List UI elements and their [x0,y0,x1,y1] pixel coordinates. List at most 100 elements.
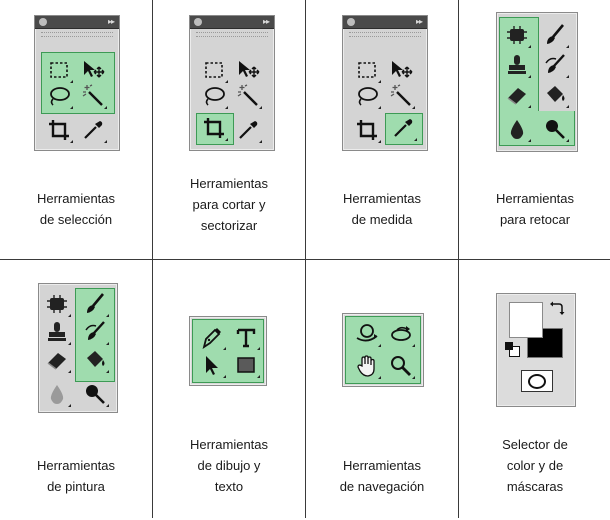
caption-selection: Herramientas de selección [0,188,152,230]
eyedropper-icon[interactable] [236,118,262,143]
panel-titlebar: ▸▸ [35,16,119,29]
caption-line: de pintura [47,479,105,494]
foreground-color-swatch[interactable] [509,302,543,338]
caption-line: de selección [39,212,113,227]
toolbox-panel: ▸▸ [189,15,275,151]
blur-icon[interactable] [45,382,71,407]
pen-icon[interactable] [200,325,226,350]
move-icon[interactable] [236,58,260,82]
lasso-icon[interactable] [355,84,381,109]
caption-line: para cortar y [192,197,266,212]
panel-grip[interactable] [196,32,268,37]
toolbox-panel [38,283,118,413]
caption-line: Herramientas [495,191,575,206]
hand-icon[interactable] [355,354,381,379]
toolbox-panel [189,316,267,386]
eraser-icon[interactable] [505,83,531,108]
toolbox-panel [496,293,576,407]
caption-color-selector: Selector de color y de máscaras [459,434,610,497]
crop-icon[interactable] [47,118,73,143]
marquee-icon[interactable] [355,58,381,83]
caption-line: Selector de [502,437,568,452]
healing-brush-icon[interactable] [45,292,71,317]
history-brush-icon[interactable] [83,320,109,345]
paint-bucket-icon[interactable] [543,83,569,108]
default-colors-icon[interactable] [505,342,520,357]
dodge-icon[interactable] [543,117,569,142]
healing-brush-icon[interactable] [505,23,531,48]
caption-line: sectorizar [200,218,258,233]
dodge-icon[interactable] [83,382,109,407]
magic-wand-icon[interactable] [81,84,107,109]
caption-line: de navegación [339,479,425,494]
panel-grip[interactable] [349,32,421,37]
history-brush-icon[interactable] [543,53,569,78]
crop-icon[interactable] [202,116,228,141]
caption-line: para retocar [499,212,571,227]
path-selection-icon[interactable] [200,353,226,378]
panel-titlebar: ▸▸ [190,16,274,29]
caption-line: Herramientas [36,191,116,206]
brush-icon[interactable] [543,23,569,48]
brush-icon[interactable] [83,292,109,317]
cell-selection-tools: ▸▸ Herramientas de selección [0,0,152,259]
close-icon[interactable] [194,18,202,26]
magic-wand-icon[interactable] [389,84,415,109]
collapse-icon[interactable]: ▸▸ [107,17,115,26]
caption-crop: Herramientas para cortar y sectorizar [153,173,305,236]
crop-icon[interactable] [355,118,381,143]
collapse-icon[interactable]: ▸▸ [415,17,423,26]
caption-line: Herramientas [342,191,422,206]
caption-drawing: Herramientas de dibujo y texto [153,434,305,497]
3d-rotate-icon[interactable] [355,322,381,347]
3d-orbit-icon[interactable] [389,322,415,347]
highlight-retouch-bottom [499,111,575,146]
lasso-icon[interactable] [202,84,228,109]
paint-bucket-icon[interactable] [83,348,109,373]
collapse-icon[interactable]: ▸▸ [262,17,270,26]
caption-line: color y de [506,458,564,473]
toolbox-panel [342,313,424,387]
close-icon[interactable] [39,18,47,26]
eyedropper-icon[interactable] [81,118,107,143]
toolbox-panel [496,12,578,152]
caption-line: Herramientas [189,176,269,191]
clone-stamp-icon[interactable] [45,320,71,345]
close-icon[interactable] [347,18,355,26]
toolbox-panel: ▸▸ [342,15,428,151]
lasso-icon[interactable] [47,84,73,109]
blur-icon[interactable] [505,117,531,142]
caption-line: Herramientas [36,458,116,473]
cell-crop-tools: ▸▸ Herramientas para cortar y sectorizar [153,0,305,259]
marquee-icon[interactable] [202,58,228,83]
caption-line: de dibujo y [197,458,261,473]
panel-grip[interactable] [41,32,113,37]
caption-line: Herramientas [342,458,422,473]
type-icon[interactable] [234,325,260,350]
magic-wand-icon[interactable] [236,84,262,109]
caption-retouch: Herramientas para retocar [459,188,610,230]
panel-titlebar: ▸▸ [343,16,427,29]
zoom-icon[interactable] [389,354,415,379]
caption-navigation: Herramientas de navegación [306,455,458,497]
quick-mask-icon[interactable] [521,370,553,392]
caption-paint: Herramientas de pintura [0,455,152,497]
cell-paint-tools: Herramientas de pintura [0,261,152,520]
marquee-icon[interactable] [47,58,73,83]
rectangle-icon[interactable] [234,353,260,378]
caption-line: de medida [351,212,413,227]
caption-measure: Herramientas de medida [306,188,458,230]
highlight-selection [41,52,115,114]
move-icon[interactable] [389,58,413,82]
move-icon[interactable] [81,58,105,82]
toolbox-panel: ▸▸ [34,15,120,151]
swap-colors-icon[interactable] [549,300,565,316]
caption-line: texto [214,479,244,494]
eraser-icon[interactable] [45,348,71,373]
cell-color-selector: Selector de color y de máscaras [459,261,610,520]
clone-stamp-icon[interactable] [505,53,531,78]
cell-measure-tools: ▸▸ Herramientas de medida [306,0,458,259]
cell-retouch-tools: Herramientas para retocar [459,0,610,259]
eyedropper-icon[interactable] [391,116,417,141]
